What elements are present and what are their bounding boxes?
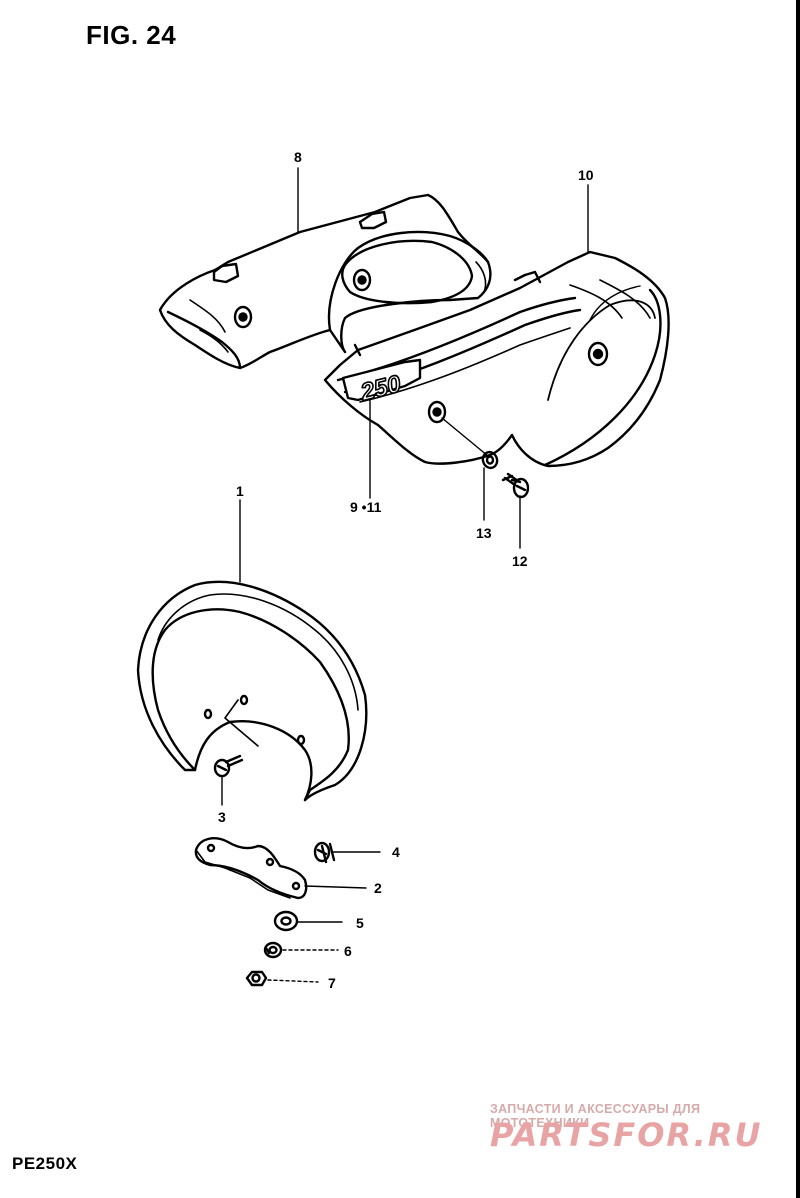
part-1-disc-cover (136, 580, 368, 802)
leader-lines (221, 167, 589, 983)
part-12-screw (501, 472, 530, 499)
callout-9-11: 9 •11 (350, 499, 382, 515)
part-5-washer (273, 910, 299, 932)
callout-6: 6 (344, 943, 352, 959)
callout-8: 8 (294, 149, 302, 165)
part-7-nut (245, 970, 268, 987)
part-8-left-cover (158, 193, 492, 370)
callout-12: 12 (512, 553, 528, 569)
callout-3: 3 (218, 809, 226, 825)
right-border (796, 0, 800, 1198)
callout-7: 7 (328, 975, 336, 991)
part-2-bracket (194, 837, 308, 900)
callout-5: 5 (356, 915, 364, 931)
callout-13: 13 (476, 525, 492, 541)
part-3-screw (213, 754, 244, 778)
watermark-subtitle: ЗАПЧАСТИ И АКСЕССУАРЫ ДЛЯ МОТОТЕХНИКИ (490, 1102, 701, 1130)
part-6-lock-washer (263, 941, 283, 959)
callout-1: 1 (236, 483, 244, 499)
model-label: PE250X (12, 1154, 78, 1173)
watermark-brand: PARTSFOR.RU (490, 1116, 763, 1154)
callout-4: 4 (392, 844, 400, 860)
callout-10: 10 (578, 167, 594, 183)
figure-title: FIG. 24 (86, 20, 177, 50)
part-13-washer (481, 450, 499, 470)
part-4-bolt (313, 841, 336, 864)
part-10-right-cover: 250 (323, 250, 670, 468)
callout-2: 2 (374, 880, 382, 896)
